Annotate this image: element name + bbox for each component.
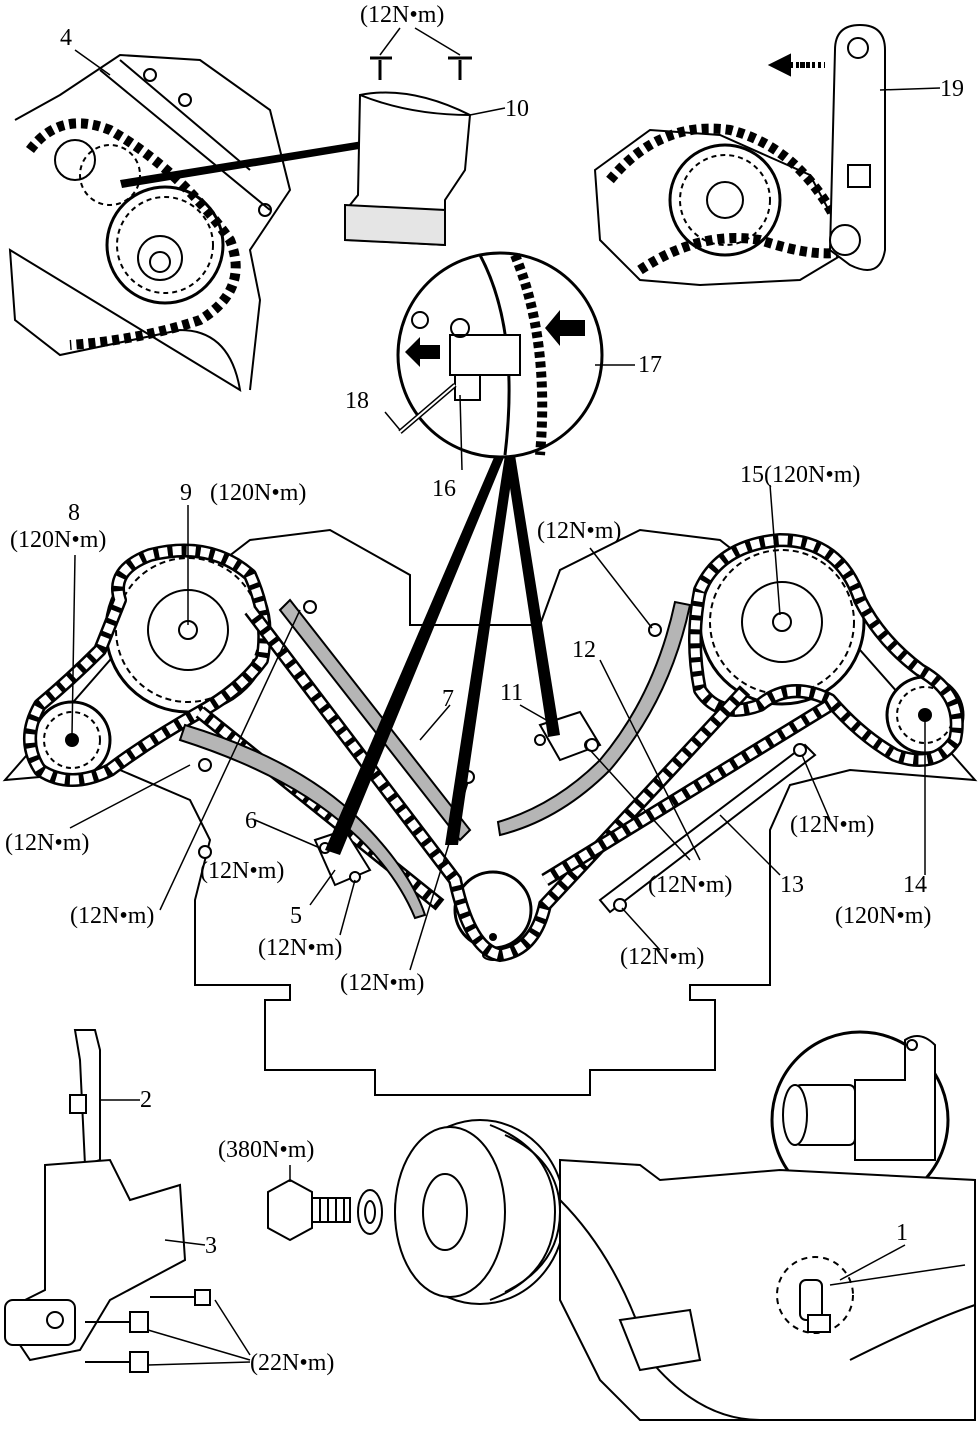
magnifier-detail bbox=[384, 251, 635, 471]
callout-14: 14 bbox=[903, 872, 927, 898]
callout-16: 16 bbox=[432, 476, 456, 502]
callout-6: 6 bbox=[245, 808, 257, 834]
crank-pulley-assembly bbox=[267, 1119, 566, 1305]
torque-label-5: (12N•m) bbox=[258, 935, 343, 961]
callout-12: 12 bbox=[572, 637, 596, 663]
callout-5: 5 bbox=[290, 903, 302, 929]
torque-label-13: (12N•m) bbox=[620, 944, 705, 970]
callout-11: 11 bbox=[500, 680, 524, 706]
long-pointer-to-10 bbox=[120, 135, 402, 188]
torque-label-pulley: (380N•m) bbox=[218, 1137, 315, 1163]
callout-2: 2 bbox=[140, 1087, 152, 1113]
right-cam-sprocket-large bbox=[698, 538, 866, 706]
top-left-chain-view bbox=[8, 49, 292, 392]
torque-label-8: (120N•m) bbox=[10, 527, 107, 553]
torque-label-right-low: (12N•m) bbox=[648, 872, 733, 898]
top-right-wrench-view bbox=[593, 23, 941, 287]
callout-8: 8 bbox=[68, 500, 80, 526]
callout-10: 10 bbox=[505, 96, 529, 122]
torque-label-14: (120N•m) bbox=[835, 903, 932, 929]
chain-guides bbox=[178, 598, 817, 920]
callout-15: 15(120N•m) bbox=[740, 462, 861, 488]
leader-lines bbox=[69, 484, 926, 971]
torque-label-left-outer: (12N•m) bbox=[70, 903, 155, 929]
magnifier-callout-lines bbox=[325, 455, 560, 855]
engine-block-outline bbox=[2, 528, 978, 1096]
tensioner-10 bbox=[344, 27, 506, 247]
callout-1: 1 bbox=[896, 1220, 908, 1246]
callout-3: 3 bbox=[205, 1233, 217, 1259]
torque-label-bolts: (22N•m) bbox=[250, 1350, 335, 1376]
torque-label-center: (12N•m) bbox=[340, 970, 425, 996]
torque-label-left-guide: (12N•m) bbox=[5, 830, 90, 856]
left-cam-sprocket-large bbox=[104, 546, 272, 714]
callout-13: 13 bbox=[780, 872, 804, 898]
bottom-right-crank-view bbox=[559, 1030, 976, 1421]
callout-19: 19 bbox=[940, 76, 964, 102]
torque-label-12-upper: (12N•m) bbox=[537, 518, 622, 544]
callout-4: 4 bbox=[60, 25, 72, 51]
bottom-left-tensioner-assembly bbox=[4, 1029, 251, 1373]
torque-label-9: (120N•m) bbox=[210, 480, 307, 506]
callout-17: 17 bbox=[638, 352, 662, 378]
torque-label-right-guide: (12N•m) bbox=[790, 812, 875, 838]
torque-label-top-bolts: (12N•m) bbox=[360, 2, 445, 28]
callout-18: 18 bbox=[345, 388, 369, 414]
callout-9: 9 bbox=[180, 480, 192, 506]
torque-label-6: (12N•m) bbox=[200, 858, 285, 884]
callout-7: 7 bbox=[442, 686, 454, 712]
